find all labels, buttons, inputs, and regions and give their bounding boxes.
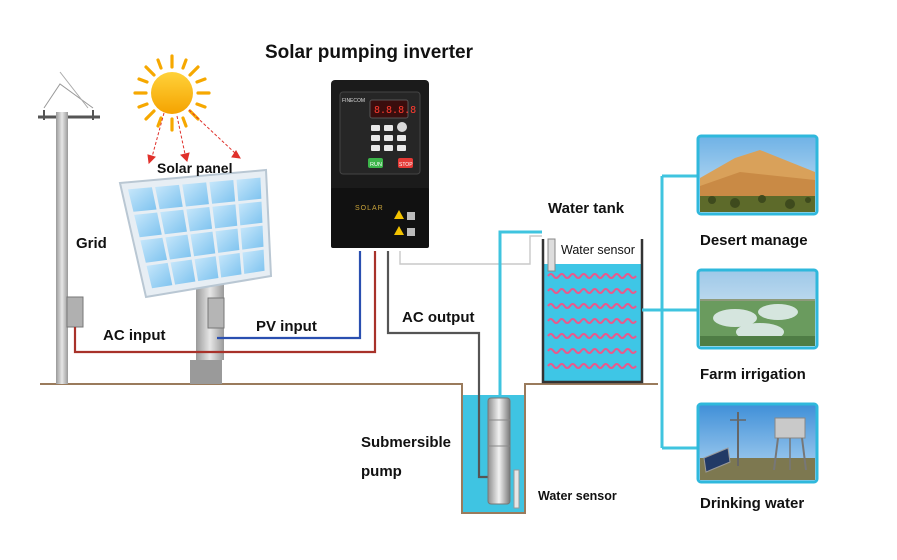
solar-cell bbox=[215, 228, 240, 253]
well-sensor-label: Water sensor bbox=[538, 489, 617, 503]
ground-line bbox=[40, 383, 658, 514]
solar-cell bbox=[242, 249, 265, 274]
ac-output-label: AC output bbox=[402, 309, 475, 326]
tank-waves bbox=[547, 273, 637, 369]
run-key: RUN bbox=[370, 162, 382, 168]
tank-sensor-label: Water sensor bbox=[561, 243, 635, 257]
water-tower-photo bbox=[696, 402, 819, 484]
tank-wave bbox=[547, 363, 637, 369]
water-tank-label: Water tank bbox=[548, 200, 625, 217]
tank-wave bbox=[547, 303, 637, 309]
solar-cell bbox=[209, 180, 236, 204]
diagram-title: Solar pumping inverter bbox=[265, 42, 473, 63]
app-label-desert: Desert manage bbox=[700, 232, 808, 249]
app-label-drinking: Drinking water bbox=[700, 495, 805, 512]
solar-panel bbox=[118, 168, 273, 384]
solar-cell bbox=[212, 204, 238, 229]
pv-input-label: PV input bbox=[256, 318, 317, 335]
sun-rays bbox=[147, 109, 241, 165]
solar-cell bbox=[186, 207, 213, 232]
solar-cell bbox=[194, 256, 219, 282]
solar-cell bbox=[160, 209, 187, 235]
desert-photo bbox=[696, 134, 819, 216]
tank-wave bbox=[547, 273, 637, 279]
solar-cell bbox=[218, 252, 242, 278]
water-tank bbox=[541, 238, 644, 384]
solar-cell bbox=[134, 212, 162, 238]
stop-key: STOP bbox=[399, 162, 413, 168]
water-pipe bbox=[498, 174, 700, 450]
app-label-irrigation: Farm irrigation bbox=[700, 366, 806, 383]
solar-cell bbox=[190, 231, 216, 257]
svg-text:8.8.8.8: 8.8.8.8 bbox=[374, 105, 416, 116]
solar-cell bbox=[146, 262, 173, 289]
solar-cell bbox=[170, 259, 196, 285]
solar-cell bbox=[128, 187, 157, 212]
solar-panel-label: Solar panel bbox=[157, 160, 233, 176]
tank-wave bbox=[547, 288, 637, 294]
irrigation-photo bbox=[696, 268, 819, 350]
tank-wave bbox=[547, 348, 637, 354]
inverter-brand: FINECOM bbox=[342, 98, 365, 104]
solar-cell bbox=[240, 225, 264, 250]
well-sensor bbox=[513, 469, 520, 509]
tank-wave bbox=[547, 333, 637, 339]
solar-cell bbox=[182, 182, 209, 207]
solar-cell bbox=[236, 177, 262, 202]
solar-inverter: FINECOM 8.8.8.8 RUN STOP SOLAR bbox=[331, 80, 429, 248]
ac-input-label: AC input bbox=[103, 327, 166, 344]
solar-cell bbox=[238, 201, 263, 226]
tank-sensor bbox=[547, 238, 556, 272]
solar-cells bbox=[128, 177, 265, 289]
grid-pole bbox=[38, 71, 100, 384]
ac-input-wire bbox=[73, 251, 377, 354]
pump-label: pump bbox=[361, 463, 402, 480]
solar-cell bbox=[155, 184, 183, 210]
wires bbox=[73, 235, 542, 479]
submersible-pump bbox=[487, 397, 511, 505]
solar-cell bbox=[165, 234, 192, 260]
sensor-wire bbox=[399, 235, 542, 265]
grid-label: Grid bbox=[76, 235, 107, 252]
ac-output-wire bbox=[386, 251, 488, 479]
submersible-label: Submersible bbox=[361, 434, 452, 451]
solar-cell bbox=[140, 237, 168, 263]
pv-wire bbox=[217, 251, 362, 340]
inverter-panel-text: SOLAR bbox=[355, 205, 384, 212]
tank-wave bbox=[547, 318, 637, 324]
